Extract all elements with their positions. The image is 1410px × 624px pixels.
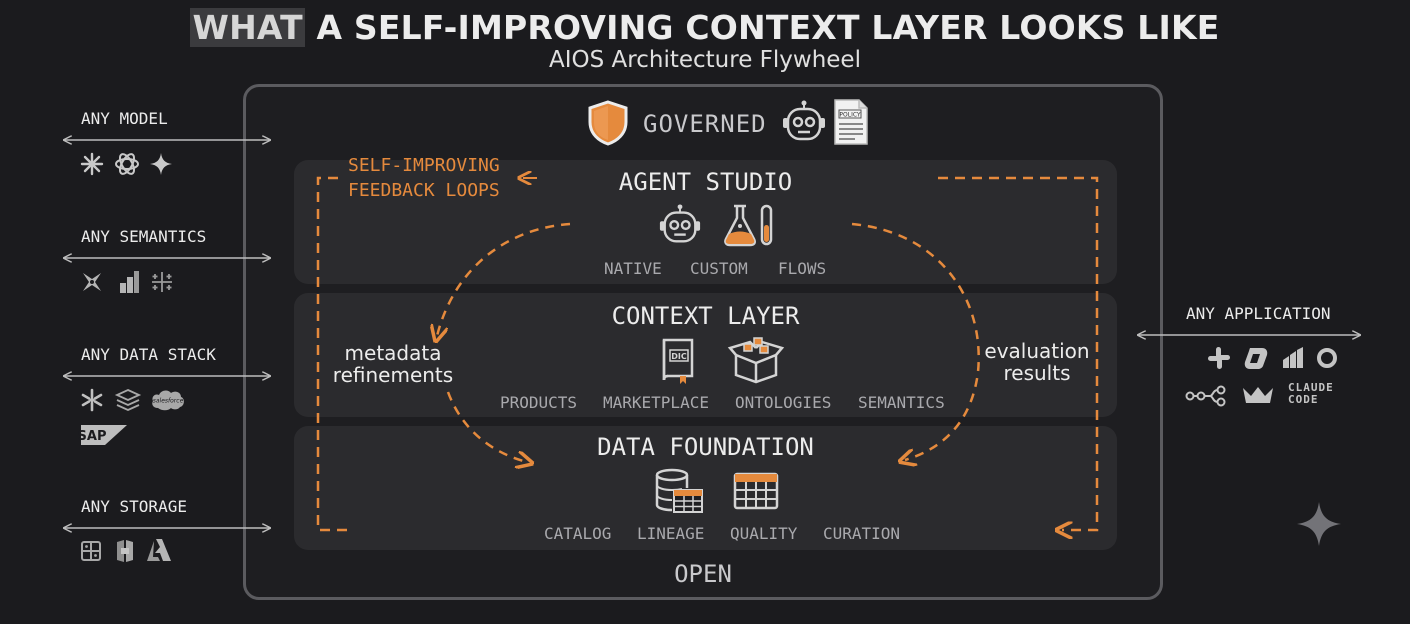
gemini-star-icon [150, 153, 172, 175]
inner-arc-right [851, 222, 980, 460]
sap-text: SAP [78, 429, 107, 444]
openai-knot-icon [115, 153, 139, 175]
databricks-icon [114, 389, 142, 411]
feedback-line-1: SELF-IMPROVING [348, 155, 500, 176]
evaluation-results-note: evaluation results [980, 340, 1094, 384]
copilot-icon [1244, 348, 1268, 369]
storage-grid-icon [81, 541, 101, 561]
outer-loop-right [938, 176, 1099, 530]
left-note-line-2: refinements [332, 363, 454, 387]
feedback-line-2: FEEDBACK LOOPS [348, 180, 500, 201]
powerbi-icon [1283, 347, 1303, 368]
page-subtitle: AIOS Architecture Flywheel [549, 47, 861, 73]
data-foundation-panel [294, 426, 1117, 550]
claude-code-line-2: CODE [1288, 393, 1319, 406]
data-item-quality: QUALITY [730, 524, 798, 543]
right-note-line-2: results [1003, 361, 1071, 385]
claude-code-line-1: CLAUDE [1288, 381, 1334, 394]
context-item-marketplace: MARKETPLACE [603, 393, 709, 412]
agent-studio-title: AGENT STUDIO [618, 168, 793, 196]
any-semantics-label: ANY SEMANTICS [81, 227, 207, 246]
open-label: OPEN [674, 560, 732, 588]
data-item-catalog: CATALOG [544, 524, 612, 543]
shield-icon [588, 100, 628, 146]
data-item-lineage: LINEAGE [637, 524, 705, 543]
sparkle-watermark-icon [1297, 502, 1341, 546]
salesforce-text: salesforce [153, 398, 184, 405]
any-data-stack-label: ANY DATA STACK [81, 345, 216, 364]
any-model-label: ANY MODEL [81, 109, 168, 128]
salesforce-icon: salesforce [152, 390, 184, 411]
agent-studio-panel [294, 160, 1117, 284]
policy-document-icon: POLICY [834, 99, 868, 145]
claude-code-icon: CLAUDE CODE [1288, 382, 1334, 406]
ring-icon [1317, 348, 1337, 368]
s3-bucket-icon [117, 540, 133, 562]
azure-icon [147, 539, 171, 561]
table-grid-icon [733, 472, 779, 510]
tableau-icon [152, 272, 172, 292]
context-item-semantics: SEMANTICS [858, 393, 945, 412]
data-item-curation: CURATION [823, 524, 901, 543]
any-storage-label: ANY STORAGE [81, 497, 187, 516]
agent-item-flows: FLOWS [778, 259, 827, 278]
policy-text: POLICY [839, 112, 861, 119]
slack-icon [1208, 347, 1230, 369]
lab-flask-icon [724, 204, 773, 247]
marketplace-box-icon [727, 337, 785, 384]
context-item-products: PRODUCTS [500, 393, 578, 412]
dictionary-book-icon: DIC [662, 338, 694, 384]
n8n-icon [1185, 385, 1226, 407]
any-application-label: ANY APPLICATION [1186, 304, 1331, 323]
agent-item-custom: CUSTOM [690, 259, 748, 278]
metadata-refinements-note: metadata refinements [330, 342, 456, 386]
dic-text: DIC [671, 352, 687, 361]
snowflake-icon [81, 388, 103, 412]
page-title: WHAT A SELF-IMPROVING CONTEXT LAYER LOOK… [0, 8, 1410, 47]
agent-item-native: NATIVE [604, 259, 662, 278]
context-item-ontologies: ONTOLOGIES [735, 393, 832, 412]
looker-bars-icon [120, 271, 139, 293]
data-foundation-title: DATA FOUNDATION [597, 433, 814, 461]
governed-label: GOVERNED [643, 110, 767, 138]
robot-icon [783, 100, 825, 141]
database-icon [655, 468, 703, 513]
sap-icon: SAP [78, 425, 127, 445]
inner-arc-top-left [437, 222, 571, 336]
claude-spark-icon [80, 152, 104, 176]
agent-robot-icon [659, 204, 701, 243]
dbt-icon [83, 273, 101, 291]
crown-icon [1243, 387, 1273, 403]
context-layer-title: CONTEXT LAYER [611, 302, 800, 330]
left-note-line-1: metadata [344, 341, 442, 365]
outer-loop-left [316, 176, 348, 532]
right-note-line-1: evaluation [984, 339, 1090, 363]
title-highlight: WHAT [190, 8, 305, 47]
inner-arc-bottom-left [446, 391, 527, 462]
title-rest: A SELF-IMPROVING CONTEXT LAYER LOOKS LIK… [304, 8, 1220, 47]
